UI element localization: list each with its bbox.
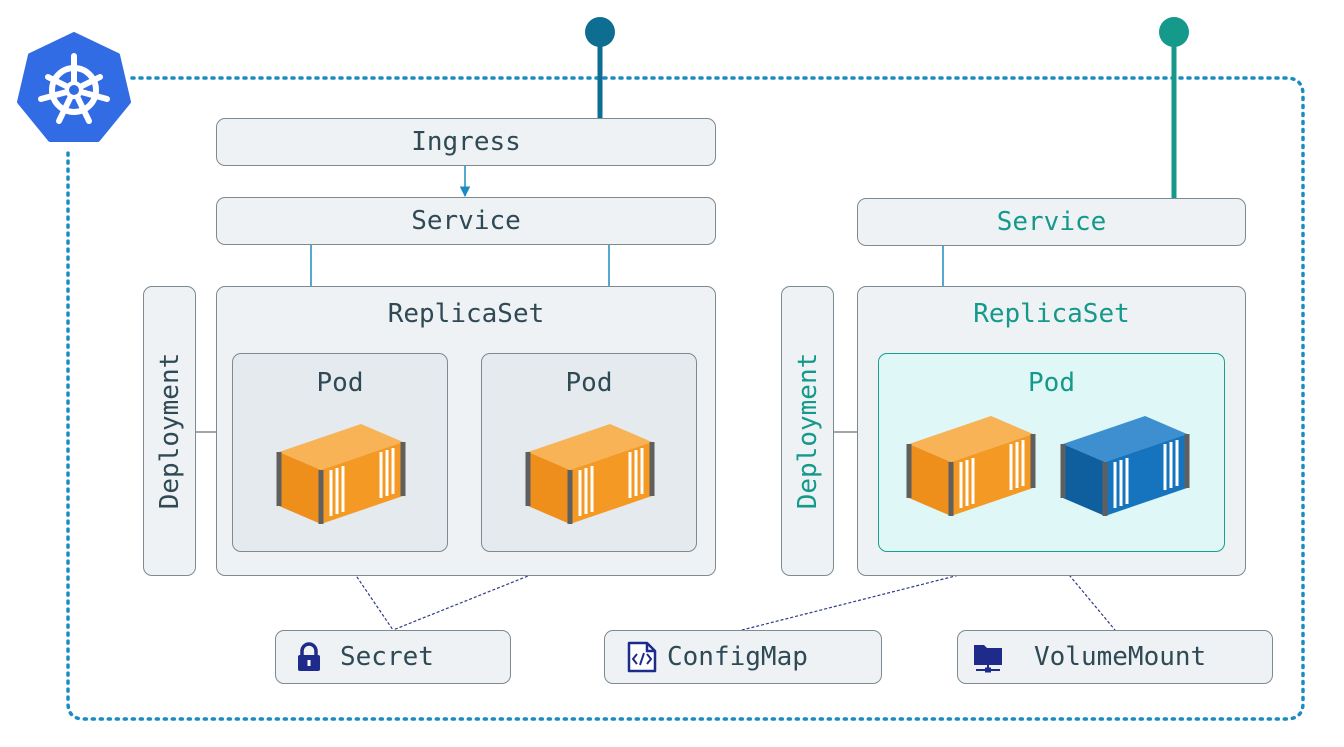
kubernetes-logo-icon bbox=[17, 32, 131, 142]
cluster-boundary bbox=[66, 76, 1305, 721]
secret-label: Secret bbox=[340, 642, 434, 672]
deployment-box-right: Deployment bbox=[781, 286, 834, 576]
ingress-pin-head bbox=[585, 17, 615, 47]
pod-box-1: Pod bbox=[232, 353, 448, 552]
configmap-box: ConfigMap bbox=[604, 630, 882, 684]
shipping-container-blue-icon bbox=[1060, 416, 1190, 516]
service-box-left: Service bbox=[216, 197, 716, 245]
replicaset-label-left: ReplicaSet bbox=[387, 299, 545, 329]
shipping-container-icon bbox=[906, 416, 1036, 516]
service-pin-head bbox=[1159, 17, 1189, 47]
pod-box-2: Pod bbox=[481, 353, 697, 552]
deployment-label-right: Deployment bbox=[792, 352, 823, 510]
pod-label-1: Pod bbox=[316, 368, 364, 398]
ingress-label: Ingress bbox=[411, 127, 521, 157]
service-box-right: Service bbox=[857, 198, 1246, 246]
lock-icon bbox=[298, 642, 320, 671]
pod-label-3: Pod bbox=[1028, 368, 1075, 398]
secret-box: Secret bbox=[275, 630, 511, 684]
service-label-right: Service bbox=[996, 207, 1107, 237]
shipping-container-icon bbox=[525, 424, 655, 524]
deployment-label-left: Deployment bbox=[154, 352, 185, 510]
service-label-left: Service bbox=[411, 206, 521, 236]
replicaset-label-right: ReplicaSet bbox=[973, 299, 1130, 329]
pod-label-2: Pod bbox=[565, 368, 613, 398]
pod-box-3: Pod bbox=[878, 353, 1225, 552]
code-file-icon bbox=[627, 641, 657, 673]
volumemount-box: VolumeMount bbox=[957, 630, 1273, 684]
shipping-container-icon bbox=[276, 424, 406, 524]
network-folder-icon bbox=[974, 645, 1002, 673]
ingress-box: Ingress bbox=[216, 118, 716, 166]
volumemount-label: VolumeMount bbox=[1034, 642, 1207, 672]
configmap-label: ConfigMap bbox=[667, 642, 808, 672]
deployment-box-left: Deployment bbox=[143, 286, 196, 576]
